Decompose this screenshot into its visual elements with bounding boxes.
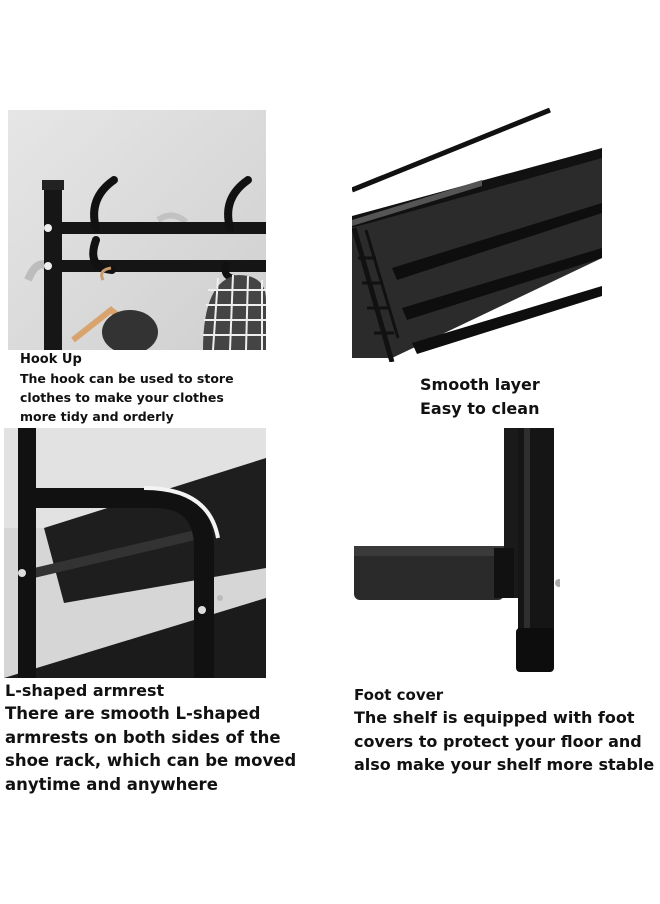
armrest-title: L-shaped armrest xyxy=(5,681,165,700)
hook-body-line-2: clothes to make your clothes xyxy=(20,390,224,405)
hook-body-line-1: The hook can be used to store xyxy=(20,371,234,386)
armrest-body-line-1: There are smooth L-shaped xyxy=(5,704,261,723)
hook-title: Hook Up xyxy=(20,352,82,367)
layer-photo xyxy=(352,108,602,362)
armrest-body-line-2: armrests on both sides of the xyxy=(5,727,281,747)
hook-photo xyxy=(8,110,266,350)
foot-cover-caption: Foot cover The shelf is equipped with fo… xyxy=(354,684,654,777)
armrest-body-line-3: shoe rack, which can be moved xyxy=(5,751,297,770)
foot-cover-body-line-2: covers to protect your floor and xyxy=(354,731,642,751)
layer-title-line-2: Easy to clean xyxy=(420,399,540,418)
hook-body-line-3: more tidy and orderly xyxy=(20,409,174,424)
armrest-photo xyxy=(4,428,266,678)
foot-cover-title: Foot cover xyxy=(354,686,444,704)
armrest-caption: L-shaped armrest There are smooth L-shap… xyxy=(5,680,296,796)
hook-caption: Hook Up The hook can be used to store cl… xyxy=(20,350,234,426)
armrest-body-line-4: anytime and anywhere xyxy=(5,774,218,794)
foot-cover-photo xyxy=(354,428,560,674)
layer-caption: Smooth layer Easy to clean xyxy=(420,373,540,421)
foot-cover-body-line-1: The shelf is equipped with foot xyxy=(354,708,635,727)
layer-title-line-1: Smooth layer xyxy=(420,375,540,394)
foot-cover-body-line-3: also make your shelf more stable xyxy=(354,755,655,774)
